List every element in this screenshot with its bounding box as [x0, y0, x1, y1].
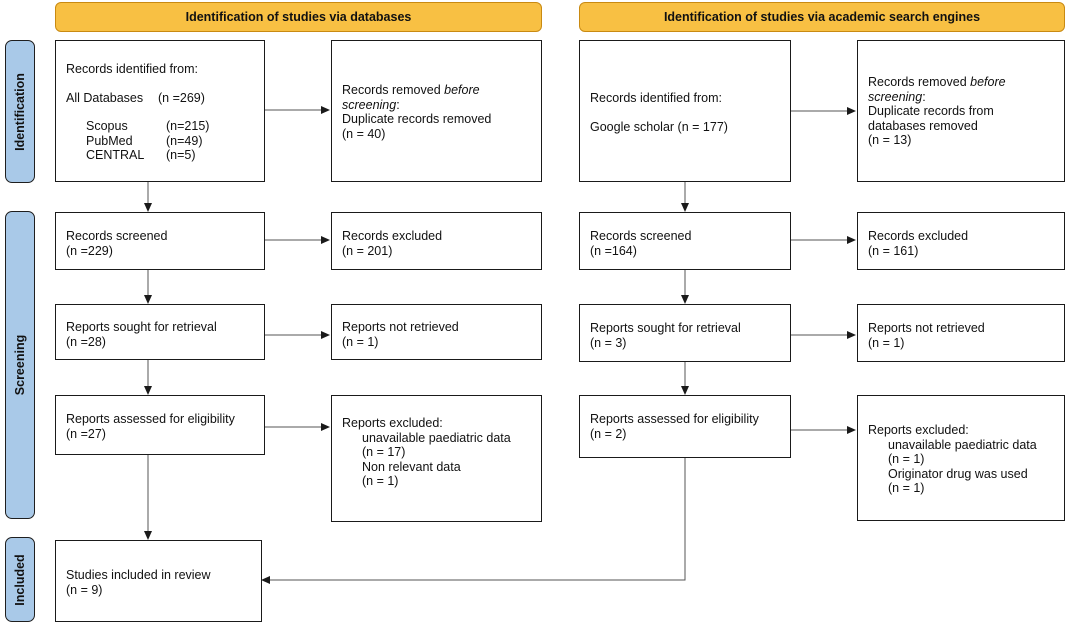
left-sought-title: Reports sought for retrieval [66, 320, 217, 334]
left-sought-count: (n =28) [66, 334, 106, 349]
right-sought-title: Reports sought for retrieval [590, 321, 741, 335]
included-title: Studies included in review [66, 568, 211, 582]
right-identified-source: Google scholar (n = 177) [590, 119, 728, 134]
right-identified-title: Records identified from: [590, 91, 723, 105]
left-excluded-title: Records excluded [342, 229, 443, 243]
right-reports-sought-box: Reports sought for retrieval (n = 3) [579, 304, 791, 362]
header-databases: Identification of studies via databases [55, 2, 542, 32]
right-removed-line3: Duplicate records from [868, 104, 994, 118]
left-records-identified-box: Records identified from: All Databases (n… [55, 40, 265, 182]
right-records-screened-box: Records screened (n =164) [579, 212, 791, 270]
left-reports-excluded-title: Reports excluded: [342, 416, 443, 430]
left-scopus-count: (n=215) [166, 119, 210, 133]
left-identified-title: Records identified from: [66, 62, 199, 76]
left-all-databases-label: All Databases [66, 90, 144, 105]
phase-screening: Screening [5, 211, 35, 519]
right-removed-line4: databases removed [868, 118, 978, 133]
right-not-retrieved-count: (n = 1) [868, 335, 905, 350]
left-screened-title: Records screened [66, 229, 168, 243]
left-pubmed-label: PubMed [86, 133, 133, 148]
right-reports-excluded-box: Reports excluded: unavailable paediatric… [857, 395, 1065, 521]
left-reports-assessed-box: Reports assessed for eligibility (n =27) [55, 395, 265, 455]
right-removed-line5: (n = 13) [868, 133, 912, 147]
left-excluded-count: (n = 201) [342, 243, 393, 258]
left-records-screened-box: Records screened (n =229) [55, 212, 265, 270]
right-assessed-title: Reports assessed for eligibility [590, 412, 759, 426]
left-reason-1-count: (n = 17) [362, 445, 406, 459]
left-scopus-row: Scopus (n=215) [66, 119, 254, 134]
left-not-retrieved-title: Reports not retrieved [342, 320, 459, 334]
right-reports-excluded-title: Reports excluded: [868, 423, 969, 437]
left-records-excluded-box: Records excluded (n = 201) [331, 212, 542, 270]
left-reports-sought-box: Reports sought for retrieval (n =28) [55, 304, 265, 360]
left-pubmed-count: (n=49) [166, 133, 203, 148]
left-central-label: CENTRAL [86, 148, 145, 162]
left-central-count: (n=5) [166, 148, 196, 162]
left-reports-not-retrieved-box: Reports not retrieved (n = 1) [331, 304, 542, 360]
right-reason-1-count: (n = 1) [888, 452, 925, 466]
left-pubmed-row: PubMed (n=49) [66, 134, 254, 149]
right-reports-assessed-box: Reports assessed for eligibility (n = 2) [579, 395, 791, 458]
studies-included-box: Studies included in review (n = 9) [55, 540, 262, 622]
left-removed-line3: Duplicate records removed [342, 112, 492, 126]
right-reports-not-retrieved-box: Reports not retrieved (n = 1) [857, 304, 1065, 362]
left-reason-2-count: (n = 1) [362, 474, 399, 488]
phase-identification: Identification [5, 40, 35, 183]
left-all-databases-count: (n =269) [158, 90, 205, 105]
right-removed-line2: screening: [868, 89, 926, 104]
right-excluded-title: Records excluded [868, 229, 969, 243]
header-search-engines-label: Identification of studies via academic s… [663, 10, 981, 24]
included-count: (n = 9) [66, 582, 103, 597]
right-sought-count: (n = 3) [590, 335, 627, 350]
left-records-removed-box: Records removed before screening: Duplic… [331, 40, 542, 182]
left-removed-line1: Records removed before [342, 83, 480, 97]
left-removed-line4: (n = 40) [342, 126, 386, 141]
right-removed-line1: Records removed before [868, 75, 1006, 89]
header-search-engines: Identification of studies via academic s… [579, 2, 1065, 32]
left-all-databases-row: All Databases (n =269) [66, 91, 254, 106]
left-screened-count: (n =229) [66, 243, 113, 258]
left-reason-1: unavailable paediatric data [362, 430, 511, 445]
right-excluded-count: (n = 161) [868, 243, 919, 258]
left-assessed-count: (n =27) [66, 426, 106, 441]
left-assessed-title: Reports assessed for eligibility [66, 412, 235, 426]
right-screened-title: Records screened [590, 229, 692, 243]
left-removed-line2: screening: [342, 97, 400, 112]
right-not-retrieved-title: Reports not retrieved [868, 321, 985, 335]
header-databases-label: Identification of studies via databases [185, 10, 412, 24]
right-screened-count: (n =164) [590, 243, 637, 258]
left-reason-2: Non relevant data [362, 459, 461, 474]
right-records-excluded-box: Records excluded (n = 161) [857, 212, 1065, 270]
left-not-retrieved-count: (n = 1) [342, 334, 379, 349]
right-reason-1: unavailable paediatric data [888, 437, 1037, 452]
right-records-identified-box: Records identified from: Google scholar … [579, 40, 791, 182]
left-scopus-label: Scopus [86, 119, 128, 133]
arrow-right-assessed-to-included [261, 458, 686, 584]
right-assessed-count: (n = 2) [590, 426, 627, 441]
phase-included: Included [5, 537, 35, 622]
left-central-row: CENTRAL (n=5) [66, 148, 254, 163]
right-reason-2: Originator drug was used [888, 466, 1028, 481]
right-records-removed-box: Records removed before screening: Duplic… [857, 40, 1065, 182]
left-reports-excluded-box: Reports excluded: unavailable paediatric… [331, 395, 542, 522]
right-reason-2-count: (n = 1) [888, 481, 925, 495]
